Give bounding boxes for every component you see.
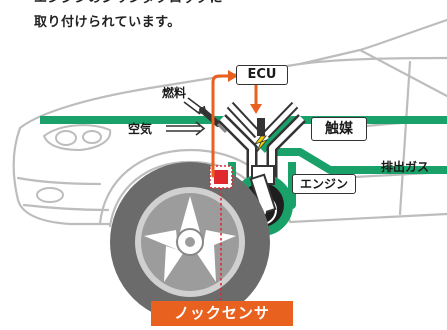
spark-icon bbox=[253, 118, 269, 153]
fog-light-icon bbox=[36, 187, 64, 203]
caption-line-1: エンジンのシリンダブロックに bbox=[34, 0, 334, 11]
caption: エンジンのシリンダブロックに 取り付けられています。 bbox=[34, 0, 334, 35]
knock-sensor-label: ノックセンサ bbox=[151, 301, 293, 326]
ecu-label: ECU bbox=[236, 65, 288, 85]
headlight-icon bbox=[42, 124, 112, 152]
knock-sensor-icon bbox=[209, 165, 233, 189]
fuel-arrow-icon bbox=[183, 97, 208, 116]
air-arrow-icon bbox=[166, 121, 206, 136]
injector-icon bbox=[199, 107, 228, 134]
catalyst-label: 触媒 bbox=[311, 117, 367, 141]
exhaust-gas-label: 排出ガス bbox=[381, 160, 430, 174]
signal-lines bbox=[211, 74, 258, 178]
fuel-label: 燃料 bbox=[162, 86, 187, 100]
air-label: 空気 bbox=[128, 122, 153, 136]
tire-icon bbox=[110, 162, 270, 322]
engine-label: エンジン bbox=[292, 174, 356, 194]
caption-line-2: 取り付けられています。 bbox=[34, 15, 181, 30]
arrow-icon bbox=[228, 70, 262, 114]
